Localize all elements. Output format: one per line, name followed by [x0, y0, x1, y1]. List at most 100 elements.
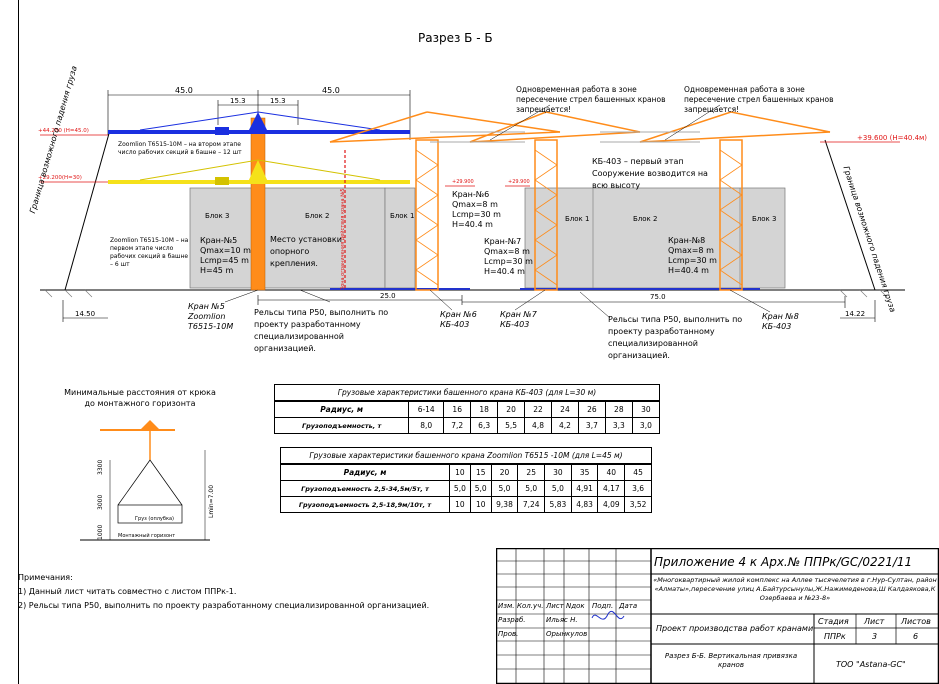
notes-title: Примечания: [18, 573, 73, 582]
table-cell: 9,38 [490, 496, 519, 513]
table-cell: 20 [490, 463, 519, 481]
warning-left: Одновременная работа в зоне пересечение … [516, 85, 666, 114]
table-cell: 5,0 [544, 480, 572, 497]
restriction-zone-label: Зона ограничения действия крана №5 [340, 188, 346, 290]
crane6-specs: Кран-№6 Qmax=8 m Lcmp=30 m H=40.4 m [452, 190, 501, 229]
table-cell: 4,8 [524, 417, 552, 434]
dim-45-right: 45.0 [322, 86, 340, 95]
building-block1-left [384, 187, 416, 289]
table-cell: 20 [497, 400, 526, 418]
table-cell: 8,0 [408, 417, 445, 434]
elev-29-900-b: +29.900 [508, 179, 530, 185]
table-cell: 4,17 [597, 480, 626, 497]
crane5-stage2-note: Zoomlion T6515-10M – на втором этапе чис… [118, 141, 242, 156]
stamp-h-ndok: Nдок [566, 602, 585, 610]
crane5-mast [250, 117, 266, 291]
table-cell: 5,0 [490, 480, 519, 497]
load-label: Груз (оплубка) [135, 516, 174, 522]
table-cell: 24 [550, 400, 579, 418]
block1-right: Блок 1 [565, 215, 590, 223]
table-cell: 4,2 [550, 417, 579, 434]
crane5-apex-upper [248, 112, 268, 132]
table-cell: 6-14 [408, 400, 445, 418]
table-cell: 15 [469, 463, 492, 481]
crane8-kb403 [639, 111, 831, 291]
table-cell: 25 [517, 463, 546, 481]
elev-39-600: +39.600 (Н=40.4м) [857, 134, 928, 142]
stamp-prov-name: Орынкулов [546, 630, 588, 638]
section-title: Разрез Б - Б [418, 31, 493, 45]
crane7-kb403 [469, 111, 641, 291]
table-cell: 3,52 [624, 496, 652, 513]
table-cell: 30 [631, 400, 661, 418]
jib-gray-segments [430, 131, 700, 143]
table-zoomlion-radius-label: Радиус, м [280, 463, 450, 481]
table-cell: 18 [470, 400, 499, 418]
title-block-grid [496, 548, 939, 684]
table-cell: 3,0 [631, 417, 661, 434]
stamp-listov-header: Листов [901, 617, 931, 626]
stamp-razrab: Разраб. [498, 616, 526, 624]
min-distance-diagram [80, 420, 210, 541]
table-cell: 5,83 [544, 496, 572, 513]
table-cell: 5,0 [448, 480, 471, 497]
crane7-tag: Кран №7 КБ-403 [500, 310, 537, 329]
table-cell: 10 [448, 463, 471, 481]
block2-right: Блок 2 [633, 215, 658, 223]
table-cell: 4,83 [570, 496, 599, 513]
kb403-note: КБ-403 – первый этап Сооружение возводит… [592, 157, 708, 190]
stamp-company: ТОО "Astana-GC" [836, 660, 906, 669]
danger-line-left [64, 129, 111, 291]
stamp-h-izm: Изм. [498, 602, 515, 610]
table-cell: 30 [544, 463, 572, 481]
crane5-counterweight-upper [215, 127, 229, 135]
table-cell: 10 [448, 496, 471, 513]
table-cell: 10 [469, 496, 492, 513]
rails-note-left: Рельсы типа Р50, выполнить по проекту ра… [254, 308, 389, 353]
dim-3000: 3000 [97, 494, 104, 510]
dim-75: 75.0 [650, 293, 666, 301]
table-cell: 7,2 [443, 417, 472, 434]
dim-25: 25.0 [380, 292, 396, 300]
table-zoomlion-cap10-label: Грузоподъемность 2,5-18,9м/10т, т [280, 496, 450, 513]
elev-29-900-a: +29.900 [452, 179, 474, 185]
dim-15-3-left: 15.3 [230, 97, 246, 105]
leaders [224, 289, 771, 319]
elevation-markers [40, 134, 900, 187]
horizon-label: Монтажный горизонт [118, 533, 176, 539]
title-block: Приложение 4 к Арх.№ ППРк/GC/0221/11 «Мн… [496, 548, 939, 684]
elev-44-280: +44.280 (Н=45.0) [38, 128, 89, 134]
dim-1000: 1000 [97, 524, 104, 540]
stamp-list: 3 [872, 632, 878, 641]
crane5-stage1-note: Zoomlion T6515-10M – на первом этапе чис… [110, 237, 189, 268]
table-zoomlion: Грузовые характеристики башенного крана … [280, 447, 652, 513]
building-right [524, 187, 786, 289]
table-cell: 4,09 [597, 496, 626, 513]
min-distance-title: Минимальные расстояния от крюка до монта… [64, 388, 216, 408]
stamp-prov: Пров. [498, 630, 519, 638]
stamp-stage-header: Стадия [818, 617, 849, 626]
crane7-specs: Кран-№7 Qmax=8 m Lcmp=30 m H=40.4 m [484, 237, 533, 276]
block3-left: Блок 3 [205, 212, 230, 220]
block3-right: Блок 3 [752, 215, 777, 223]
dim-14-22: 14.22 [845, 310, 866, 318]
crane8-tag: Кран №8 КБ-403 [762, 312, 799, 331]
signature-mark [591, 611, 625, 620]
ground-hatch [44, 289, 888, 298]
stamp-h-podp: Подп. [592, 602, 614, 610]
stamp-h-list: Лист [546, 602, 564, 610]
crane5-apex-lower [248, 160, 268, 182]
table-zoomlion-cap5-label: Грузоподъемность 2,5-34,5м/5т, т [280, 480, 450, 497]
stamp-sheet-name: Разрез Б-Б. Вертикальная привязка кранов [664, 652, 798, 669]
table-zoomlion-caption: Грузовые характеристики башенного крана … [280, 447, 652, 465]
table-cell: 22 [524, 400, 552, 418]
dim-45-left: 45.0 [175, 86, 193, 95]
block1-left: Блок 1 [390, 212, 415, 220]
note-1: 1) Данный лист читать совместно с листом… [18, 587, 237, 596]
table-kb403-caption: Грузовые характеристики башенного крана … [274, 384, 660, 402]
table-kb403: Грузовые характеристики башенного крана … [273, 384, 661, 434]
stamp-stage: ППРк [824, 632, 846, 641]
table-cell: 35 [570, 463, 599, 481]
lmin-label: Lmin=7.00 [208, 484, 215, 518]
stamp-title: Приложение 4 к Арх.№ ППРк/GC/0221/11 [654, 555, 913, 569]
